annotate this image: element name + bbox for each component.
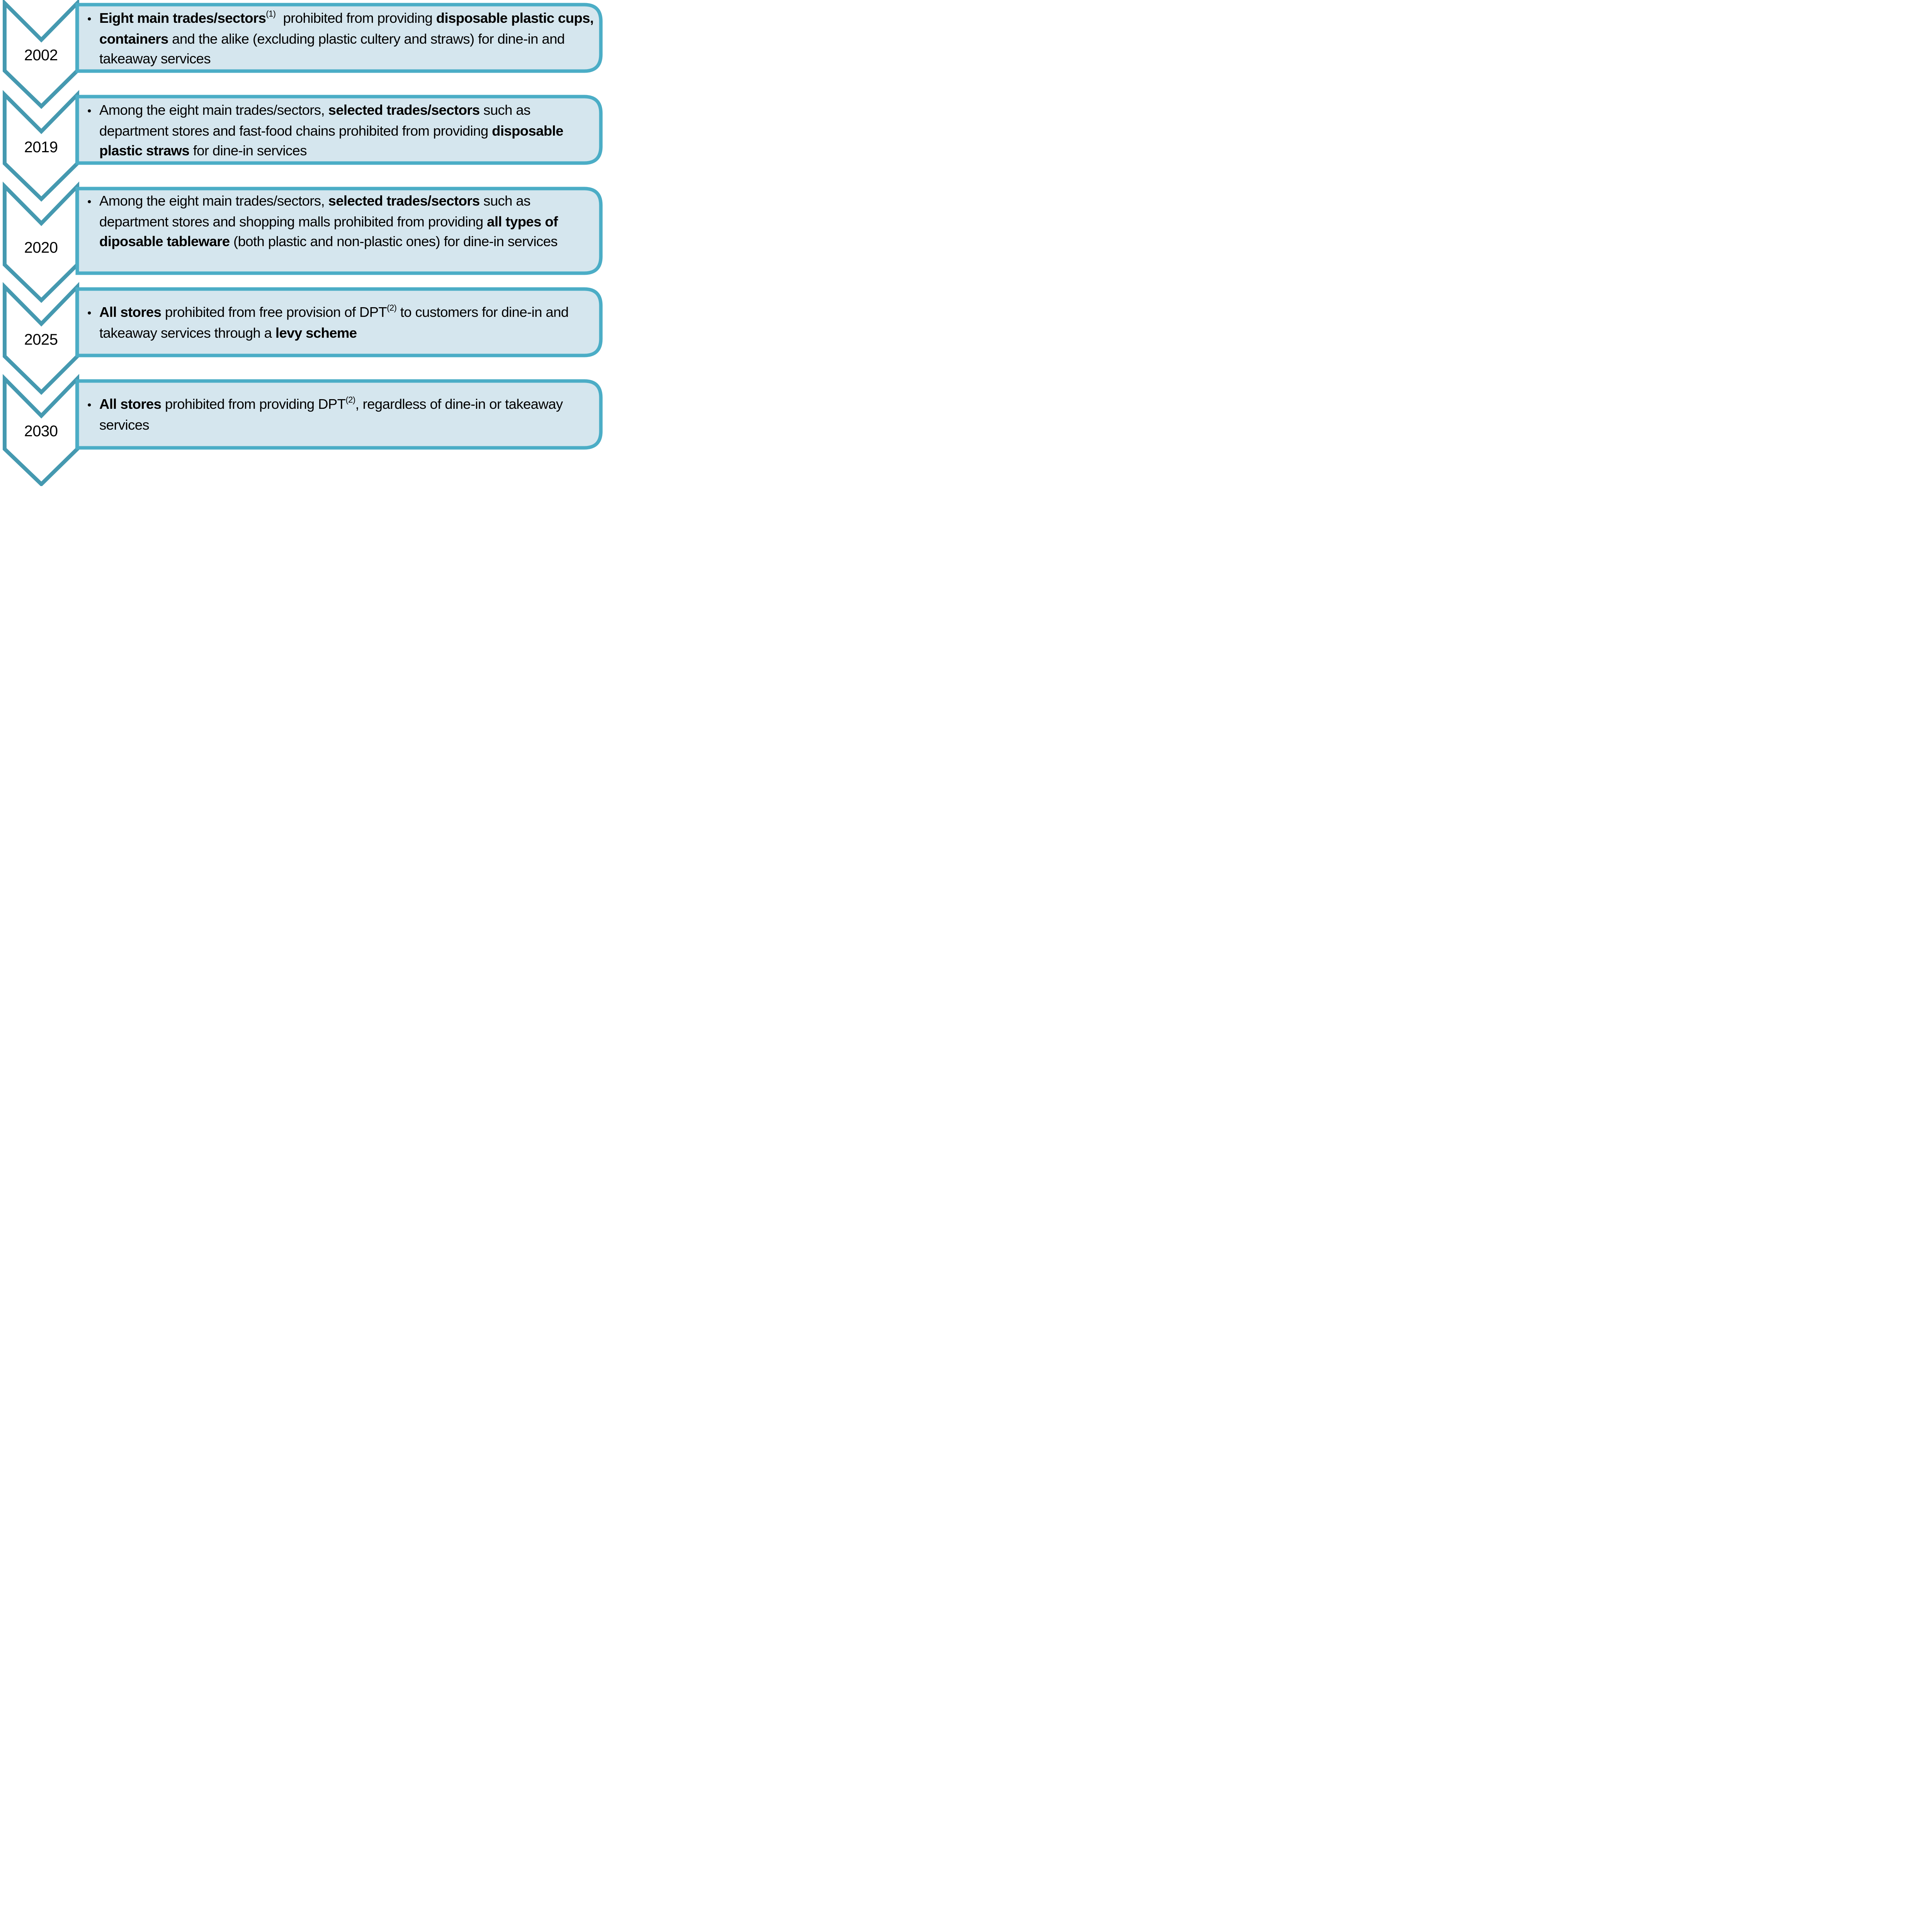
- step-description-2030: •All stores prohibited from providing DP…: [87, 394, 597, 435]
- step-description-2025: •All stores prohibited from free provisi…: [87, 302, 597, 343]
- bullet-item: •All stores prohibited from free provisi…: [87, 303, 569, 341]
- year-label: 2020: [24, 239, 58, 256]
- bullet-item: •Among the eight main trades/sectors, se…: [87, 193, 558, 249]
- bullet-icon: •: [87, 105, 92, 117]
- step-description-2019: •Among the eight main trades/sectors, se…: [87, 100, 597, 160]
- step-box-2019: [75, 95, 603, 165]
- step-description-2020: •Among the eight main trades/sectors, se…: [87, 191, 597, 251]
- bullet-icon: •: [87, 307, 92, 320]
- timeline-diagram: [3, 0, 603, 486]
- bullet-icon: •: [87, 196, 92, 208]
- year-label: 2019: [24, 139, 58, 156]
- year-label: 2002: [24, 47, 58, 64]
- year-label: 2025: [24, 331, 58, 348]
- year-label: 2030: [24, 423, 58, 440]
- bullet-item: •Among the eight main trades/sectors, se…: [87, 102, 563, 158]
- bullet-item: •Eight main trades/sectors(1) prohibited…: [87, 9, 594, 67]
- bullet-icon: •: [87, 399, 92, 412]
- step-box-2030: [75, 379, 603, 450]
- step-description-2002: •Eight main trades/sectors(1) prohibited…: [87, 8, 597, 68]
- step-box-2002: [75, 3, 603, 73]
- step-box-2025: [75, 287, 603, 357]
- bullet-item: •All stores prohibited from providing DP…: [87, 395, 563, 433]
- bullet-icon: •: [87, 13, 92, 26]
- step-box-2020: [75, 187, 603, 275]
